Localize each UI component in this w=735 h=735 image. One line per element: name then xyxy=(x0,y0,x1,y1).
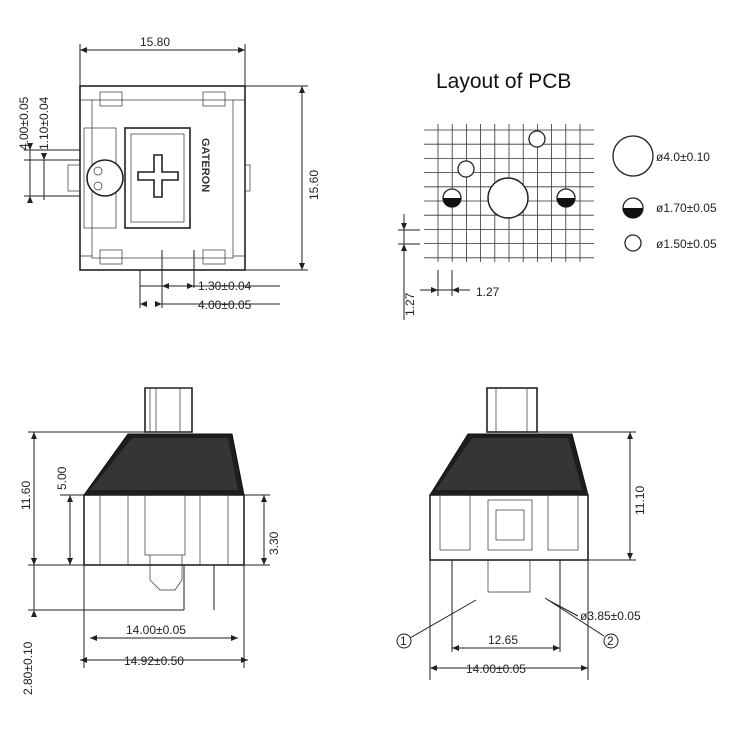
dim-3-85: ø3.85±0.05 xyxy=(580,609,641,623)
pin-hole-right xyxy=(556,188,576,208)
dim-bottom-1-30: 1.30±0.04 xyxy=(198,279,252,293)
legend-label-0: ø4.0±0.10 xyxy=(656,150,710,164)
dim-pitch-x: 1.27 xyxy=(476,285,500,299)
legend-half-hole-icon xyxy=(622,197,644,219)
side-view-left: 11.60 5.00 2.80±0.10 3.30 14.00±0.05 14.… xyxy=(19,387,281,695)
dim-3-30: 3.30 xyxy=(267,531,281,555)
legend-large-hole-icon xyxy=(612,135,654,177)
legend-small-hole-icon xyxy=(624,234,642,252)
dim-2-80: 2.80±0.10 xyxy=(21,641,35,695)
top-view: GATERON 15.80 15.60 4.00±0.05 1.10±0.04 … xyxy=(17,35,321,312)
dim-pitch-y: 1.27 xyxy=(403,292,417,316)
callout-1 xyxy=(396,633,412,649)
pcb-layout: Layout of PCB 1.27 1.27 ø4.0±0.10 xyxy=(398,70,717,320)
dim-width-15-80: 15.80 xyxy=(140,35,170,49)
led-circle xyxy=(86,159,124,197)
dim-12-65: 12.65 xyxy=(488,633,518,647)
pcb-title: Layout of PCB xyxy=(436,70,571,93)
led-hole-top xyxy=(528,130,546,148)
dim-5-00: 5.00 xyxy=(55,466,69,490)
callout-2 xyxy=(603,633,619,649)
brand-text: GATERON xyxy=(199,138,211,192)
svg-text:1: 1 xyxy=(400,634,407,648)
legend-label-1: ø1.70±0.05 xyxy=(656,201,717,215)
dim-bottom-4-00: 4.00±0.05 xyxy=(198,298,252,312)
stem-right xyxy=(486,387,538,433)
dim-11-10: 11.10 xyxy=(633,486,647,515)
dim-left-1-10: 1.10±0.04 xyxy=(37,96,51,150)
dim-height-15-60: 15.60 xyxy=(307,170,321,200)
pin-hole-left xyxy=(442,188,462,208)
dim-left-4-00: 4.00±0.05 xyxy=(17,96,31,150)
led-hole-left xyxy=(457,160,475,178)
center-hole xyxy=(487,177,529,219)
dim-11-60: 11.60 xyxy=(19,481,33,510)
side-view-right: 11.10 ø3.85±0.05 12.65 14.00±0.05 1 2 xyxy=(396,387,647,680)
stem-left xyxy=(144,387,193,433)
dim-14-00-right: 14.00±0.05 xyxy=(466,662,526,676)
dim-14-00-left: 14.00±0.05 xyxy=(126,623,186,637)
svg-text:2: 2 xyxy=(607,634,614,648)
legend-label-2: ø1.50±0.05 xyxy=(656,237,717,251)
cross-stem xyxy=(137,154,179,198)
dim-14-92: 14.92±0.50 xyxy=(124,654,184,668)
